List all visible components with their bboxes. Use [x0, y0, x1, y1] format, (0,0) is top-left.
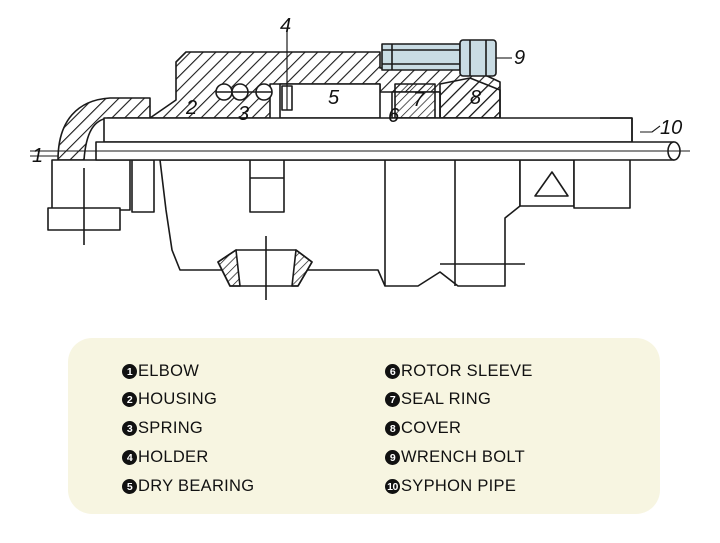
callout-6: 6: [388, 105, 400, 127]
legend-number: 10: [385, 479, 400, 494]
cover: [439, 77, 501, 119]
legend-number: 8: [385, 421, 400, 436]
callout-10: 10: [660, 117, 683, 139]
legend-background: [68, 338, 660, 514]
callout-2: 2: [186, 97, 198, 119]
legend-label: ROTOR SLEEVE: [401, 362, 533, 380]
callout-1: 1: [32, 145, 44, 167]
callout-9: 9: [514, 47, 526, 69]
callout-7: 7: [413, 89, 425, 111]
callout-4: 4: [280, 15, 292, 37]
callout-8: 8: [470, 87, 482, 109]
legend-number: 2: [122, 392, 137, 407]
legend-label: COVER: [401, 419, 462, 437]
legend-label: SYPHON PIPE: [401, 477, 517, 495]
callout-5: 5: [328, 87, 340, 109]
legend-number: 5: [122, 479, 137, 494]
rotor-body: [159, 159, 521, 287]
legend-number: 3: [122, 421, 137, 436]
elbow: [57, 97, 151, 161]
legend-label: HOUSING: [138, 390, 218, 408]
seal-ring: [394, 83, 436, 119]
legend-label: ELBOW: [138, 362, 200, 380]
callout-3: 3: [238, 103, 250, 125]
legend-number: 6: [385, 364, 400, 379]
legend-number: 4: [122, 450, 137, 465]
legend-label: SPRING: [138, 419, 204, 437]
legend-number: 7: [385, 392, 400, 407]
legend-number: 1: [122, 364, 137, 379]
elbow-nut: [131, 159, 155, 213]
rotor-slot: [249, 159, 285, 213]
legend-label: WRENCH BOLT: [401, 448, 525, 466]
legend-label: DRY BEARING: [138, 477, 255, 495]
elbow-outer: [51, 159, 131, 211]
legend-label: HOLDER: [138, 448, 209, 466]
wrench-bolt-shank: [381, 43, 461, 71]
rotor-sleeve: [103, 117, 633, 143]
triangle-mark: [534, 171, 569, 197]
wrench-bolt-head: [459, 39, 497, 77]
bearing-cavity: [279, 83, 381, 119]
legend-label: SEAL RING: [401, 390, 492, 408]
legend-number: 9: [385, 450, 400, 465]
